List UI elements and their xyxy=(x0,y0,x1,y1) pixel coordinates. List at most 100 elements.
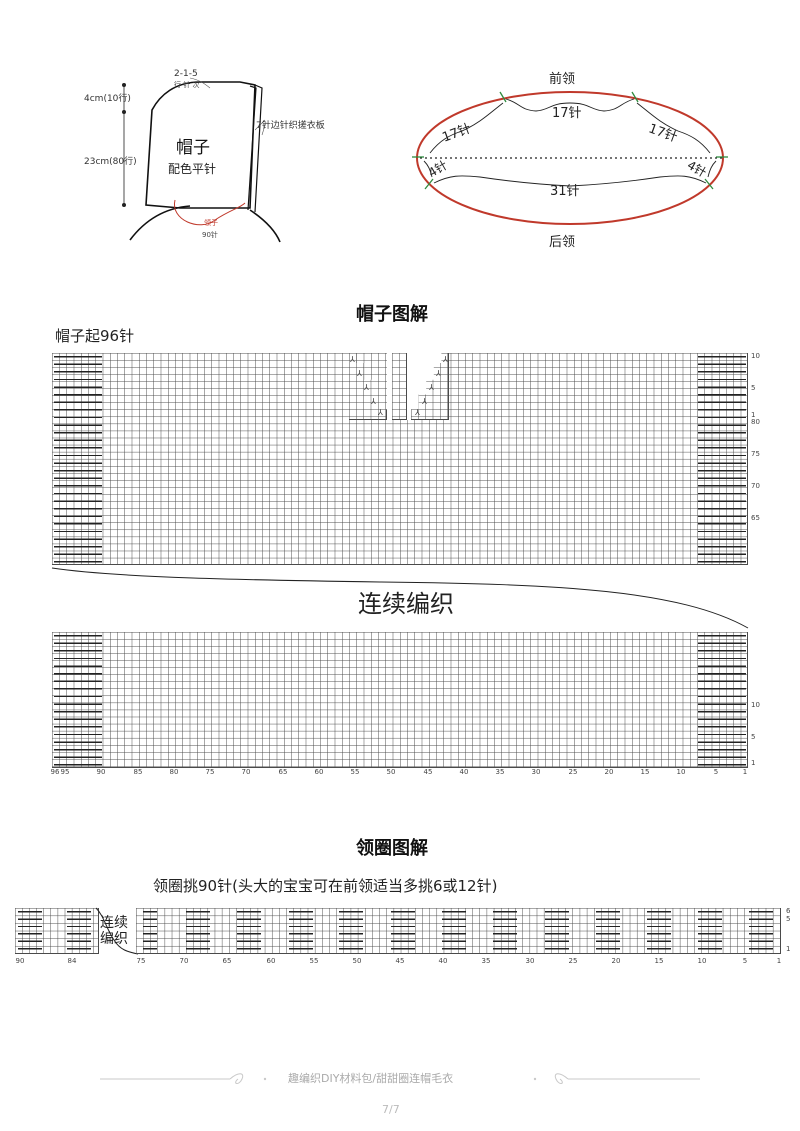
collar-continue-text-1: 连续 xyxy=(100,915,128,931)
decrease-symbol-r3: ⅄ xyxy=(429,383,434,392)
axis-label: 25 xyxy=(568,957,578,965)
collar-rib-block xyxy=(67,908,91,954)
axis-label: 80 xyxy=(169,768,179,776)
collar-rib-block xyxy=(186,908,210,954)
axis-label: 75 xyxy=(136,957,146,965)
collar-rib-block xyxy=(493,908,517,954)
axis-label: 5 xyxy=(742,957,748,965)
collar-row-label: 6 xyxy=(786,907,791,915)
axis-label: 65 xyxy=(278,768,288,776)
hood-rib-left-top xyxy=(54,353,102,565)
collar-count-label: 90针 xyxy=(202,231,218,239)
collar-row-label: 1 xyxy=(786,945,791,953)
collar-chart-title: 领圈图解 xyxy=(356,838,428,859)
front-neck-label: 前领 xyxy=(549,72,576,87)
collar-rib-block xyxy=(18,908,42,954)
collar-rib-block xyxy=(339,908,363,954)
footer-text: 趣编织DIY材料包/甜甜圈连帽毛衣 xyxy=(288,1072,454,1085)
collar-rib-block xyxy=(545,908,569,954)
collar-continue-text-2: 编织 xyxy=(100,931,128,947)
axis-label: 50 xyxy=(352,957,362,965)
collar-label: 领子 xyxy=(204,219,218,227)
axis-label: 45 xyxy=(395,957,405,965)
axis-label: 75 xyxy=(205,768,215,776)
hood-subtitle: 配色平针 xyxy=(168,162,217,176)
hood-continue-text: 连续编织 xyxy=(358,590,454,618)
axis-label: 65 xyxy=(222,957,232,965)
axis-label: 30 xyxy=(531,768,541,776)
hood-rib-left-bottom xyxy=(54,632,102,768)
row-label: 1 xyxy=(751,759,756,767)
row-label: 5 xyxy=(751,384,756,392)
decrease-symbol-l5: ⅄ xyxy=(378,408,383,417)
collar-rib-block xyxy=(647,908,671,954)
top-height-label: 4cm(10行) xyxy=(84,94,131,104)
collar-rib-block xyxy=(143,908,157,954)
axis-label: 15 xyxy=(654,957,664,965)
footer-ornament xyxy=(100,1073,700,1084)
axis-label: 55 xyxy=(350,768,360,776)
hood-grid-bottom xyxy=(52,632,748,768)
back-neck-label: 后领 xyxy=(549,235,576,250)
decrease-symbol-l2: ⅄ xyxy=(357,369,362,378)
hood-chart-caption: 帽子起96针 xyxy=(55,327,135,345)
neckline-ellipse xyxy=(412,91,728,225)
edge-label: 7针边针织搓衣板 xyxy=(256,121,325,131)
row-label: 70 xyxy=(751,482,760,490)
collar-rib-block xyxy=(237,908,261,954)
row-label: 80 xyxy=(751,418,760,426)
axis-label: 20 xyxy=(611,957,621,965)
decrease-symbol-r1: ⅄ xyxy=(443,355,448,364)
axis-label: 40 xyxy=(438,957,448,965)
collar-rib-block xyxy=(391,908,415,954)
collar-rib-block xyxy=(442,908,466,954)
axis-label: 10 xyxy=(697,957,707,965)
hood-rib-right-bottom xyxy=(698,632,746,768)
axis-label: 35 xyxy=(495,768,505,776)
decrease-symbol-r5: ⅄ xyxy=(415,408,420,417)
collar-continuation-curve xyxy=(95,907,139,955)
axis-label: 35 xyxy=(481,957,491,965)
hood-title: 帽子 xyxy=(176,138,210,158)
decrease-symbol-l1: ⅄ xyxy=(350,355,355,364)
axis-label: 10 xyxy=(676,768,686,776)
axis-label: 70 xyxy=(179,957,189,965)
back-center-count: 31针 xyxy=(550,184,580,199)
axis-label: 55 xyxy=(309,957,319,965)
row-label: 65 xyxy=(751,514,760,522)
collar-row-label: 5 xyxy=(786,915,791,923)
row-label: 75 xyxy=(751,450,760,458)
collar-chart-caption: 领圈挑90针(头大的宝宝可在前领适当多挑6或12针) xyxy=(153,877,498,895)
page-number: 7/7 xyxy=(382,1103,400,1116)
axis-label: 60 xyxy=(266,957,276,965)
collar-rib-block xyxy=(698,908,722,954)
continuation-curve xyxy=(51,567,749,629)
hood-outline xyxy=(122,77,281,243)
main-height-label: 23cm(80行) xyxy=(84,157,137,167)
axis-label: 30 xyxy=(525,957,535,965)
collar-rib-block xyxy=(596,908,620,954)
axis-label: 90 xyxy=(96,768,106,776)
axis-label: 1 xyxy=(742,768,748,776)
row-label: 10 xyxy=(751,352,760,360)
axis-label: 96 xyxy=(50,768,60,776)
front-center-count: 17针 xyxy=(552,106,582,121)
axis-label: 95 xyxy=(60,768,70,776)
decrease-symbol-l3: ⅄ xyxy=(364,383,369,392)
axis-label: 90 xyxy=(15,957,25,965)
axis-label: 70 xyxy=(241,768,251,776)
axis-label: 15 xyxy=(640,768,650,776)
axis-label: 40 xyxy=(459,768,469,776)
decrease-symbol-r4: ⅄ xyxy=(422,397,427,406)
decrease-sub-label: 行 针 次 xyxy=(174,81,200,89)
neckline-diagram: 前领 后领 17针 17针 17针 4针 4针 31针 xyxy=(400,65,740,260)
axis-label: 45 xyxy=(423,768,433,776)
axis-label: 5 xyxy=(713,768,719,776)
decrease-symbol-l4: ⅄ xyxy=(371,397,376,406)
hood-chart-title: 帽子图解 xyxy=(356,304,428,325)
axis-label: 1 xyxy=(776,957,782,965)
hood-grid-notch-center xyxy=(392,353,407,420)
decrease-label: 2-1-5 xyxy=(174,69,198,79)
collar-rib-block xyxy=(289,908,313,954)
axis-label: 25 xyxy=(568,768,578,776)
